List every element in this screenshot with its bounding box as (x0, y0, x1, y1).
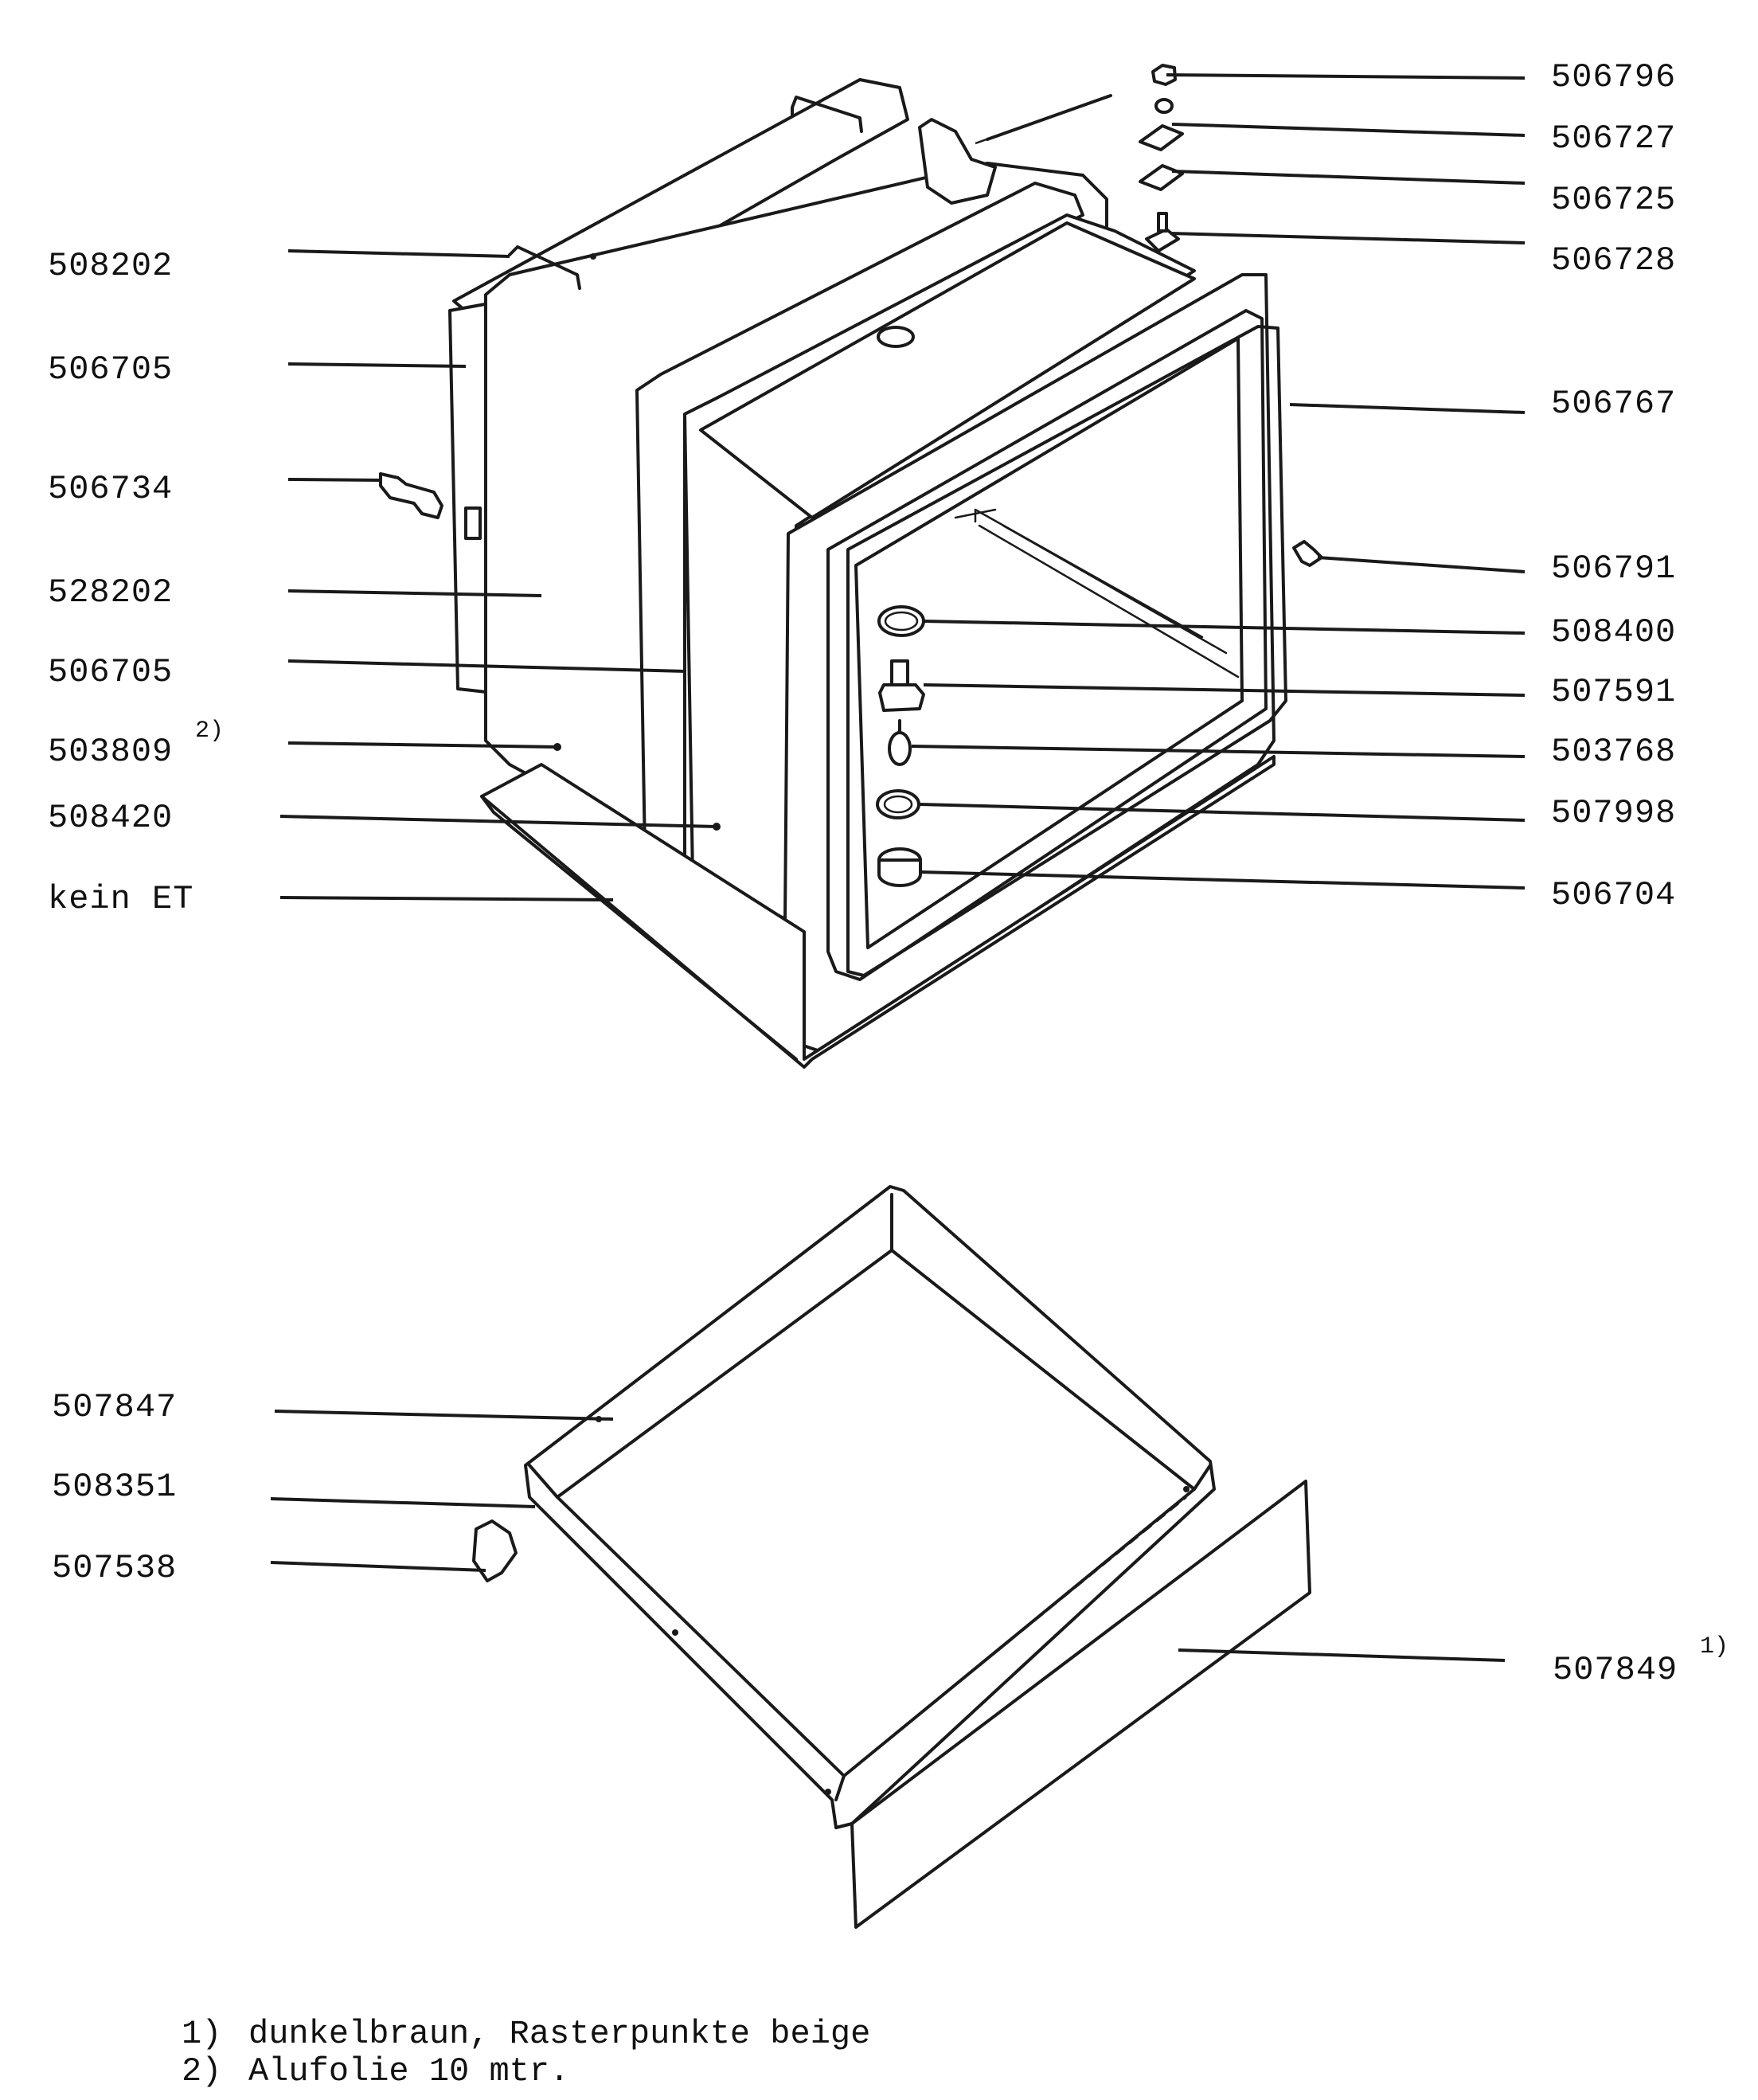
label-508202: 508202 (48, 247, 173, 285)
tray-front-marker (825, 1789, 831, 1795)
label-506727: 506727 (1551, 119, 1676, 158)
rear-side-clip (464, 506, 482, 540)
tray-rim-outer (524, 1185, 1216, 1829)
footnote-1-text: dunkelbraun, Rasterpunkte beige (248, 2015, 870, 2053)
label-507998: 507998 (1551, 794, 1676, 832)
upper-leader-lines (279, 73, 1526, 901)
hardware-stack (1139, 64, 1184, 252)
tray-front-panel (850, 1480, 1311, 1929)
footnote-1-marker: 1) (182, 2015, 221, 2053)
plate-506727 (1139, 124, 1184, 151)
lower-leader-lines (270, 1410, 1506, 1662)
label-503809: 503809 (48, 733, 173, 771)
nut-506796 (1151, 64, 1177, 86)
cavity-top (699, 221, 1196, 519)
side-bracket (379, 472, 443, 519)
floor-skid-plate (480, 755, 1276, 1069)
front-opening-outer (826, 309, 1268, 981)
label-506705-outer: 506705 (48, 350, 173, 389)
top-mount-bracket (918, 118, 997, 205)
label-506767: 506767 (1551, 385, 1676, 423)
upper-left-labels: 508202 506705 506734 528202 506705 50380… (48, 247, 224, 918)
label-506705-inner: 506705 (48, 653, 173, 691)
door-gasket (846, 325, 1287, 977)
side-handle (508, 245, 581, 290)
label-503768: 503768 (1551, 733, 1676, 771)
label-503809-sup: 2) (195, 718, 224, 745)
top-handle (791, 96, 863, 133)
label-506734: 506734 (48, 470, 173, 508)
label-506728: 506728 (1551, 241, 1676, 280)
label-506704: 506704 (1551, 876, 1676, 914)
lower-labels: 507847 508351 507538 507849 1) (52, 1388, 1729, 1689)
footnote-2-text: Alufolie 10 mtr. (248, 2052, 569, 2090)
plate-506725 (1139, 164, 1184, 191)
front-opening-inner (854, 337, 1244, 949)
label-kein-et: kein ET (48, 880, 193, 918)
washer-icon (1154, 98, 1174, 114)
skid-plate-edge (480, 795, 798, 1061)
tray-clip (472, 1519, 518, 1582)
label-508400: 508400 (1551, 613, 1676, 651)
label-508420: 508420 (48, 799, 173, 837)
label-507849-sup: 1) (1700, 1633, 1729, 1660)
cavity-inner-edges (954, 508, 1228, 655)
sensor-unit (878, 683, 925, 712)
label-506791: 506791 (1551, 549, 1676, 588)
tray-drawing (472, 1185, 1311, 1929)
label-507847: 507847 (52, 1388, 177, 1426)
sensor-stem (890, 659, 909, 686)
label-507591: 507591 (1551, 673, 1676, 711)
seal-ring (876, 789, 920, 819)
lamp-socket-body (877, 858, 922, 887)
vent-hole (877, 326, 915, 348)
tray-hidden-edge (843, 1496, 1187, 1777)
seal-ring-inner (883, 795, 913, 814)
label-506725: 506725 (1551, 181, 1676, 219)
footnotes: 1) dunkelbraun, Rasterpunkte beige 2) Al… (182, 2015, 870, 2090)
door-hinge (1292, 540, 1323, 567)
footnote-2-marker: 2) (182, 2052, 221, 2090)
bracket-leader (986, 94, 1112, 141)
label-507849: 507849 (1553, 1651, 1678, 1689)
cavity-rear-corner (978, 524, 1240, 678)
label-528202: 528202 (48, 573, 173, 612)
tray-side-marker (672, 1629, 678, 1636)
lamp-bulb (888, 731, 912, 766)
label-507538: 507538 (52, 1549, 177, 1587)
tray-inner-wall (528, 1193, 1212, 1801)
handle-marker (590, 253, 596, 260)
label-508351: 508351 (52, 1468, 177, 1506)
lamp-cover-inner (884, 611, 919, 632)
upper-right-labels: 506796 506727 506725 506728 506767 50679… (1551, 58, 1676, 914)
oven-cavity-drawing (379, 64, 1323, 1069)
tray-corner-marker (1183, 1486, 1190, 1492)
label-506796: 506796 (1551, 58, 1676, 96)
screw-icon (1157, 212, 1168, 233)
